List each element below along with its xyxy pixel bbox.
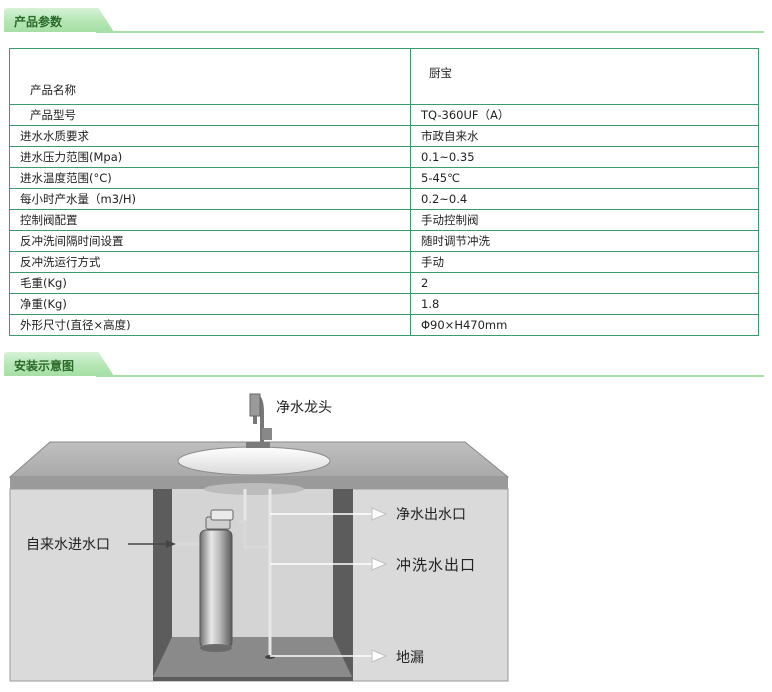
table-row: 每小时产水量（m3/H) 0.2~0.4 xyxy=(9,188,759,210)
faucet-spout xyxy=(249,393,261,417)
pure-outlet-arrow-head xyxy=(371,507,388,521)
install-section-title: 安装示意图 xyxy=(14,359,75,373)
installation-diagram: 净水龙头 净水出水口 自来水进水口 冲洗水出口 地漏 xyxy=(8,393,510,682)
param-key: 进水水质要求 xyxy=(9,125,411,147)
table-row: 产品名称 厨宝 xyxy=(9,48,759,105)
pipe xyxy=(238,520,268,549)
section-divider xyxy=(96,31,764,33)
param-value: Φ90×H470mm xyxy=(410,314,759,336)
param-value: TQ-360UF（A） xyxy=(410,104,759,126)
filter-bottom xyxy=(200,644,232,652)
param-key: 净重(Kg) xyxy=(9,293,411,315)
inlet-label: 自来水进水口 xyxy=(26,537,110,553)
param-value: 1.8 xyxy=(410,293,759,315)
faucet-base xyxy=(246,442,270,448)
faucet-label: 净水龙头 xyxy=(276,400,332,416)
table-row: 产品型号 TQ-360UF（A） xyxy=(9,104,759,126)
param-value: 手动控制阀 xyxy=(410,209,759,231)
param-key: 反冲洗间隔时间设置 xyxy=(9,230,411,252)
sink-bottom xyxy=(204,483,304,495)
param-key: 产品型号 xyxy=(9,104,411,126)
param-value: 手动 xyxy=(410,251,759,273)
params-table: 产品名称 厨宝 产品型号 TQ-360UF（A） 进水水质要求 市政自来水 进水… xyxy=(9,48,759,336)
drain-label: 地漏 xyxy=(396,650,424,666)
param-value: 5-45℃ xyxy=(410,167,759,189)
filter-handle xyxy=(210,509,234,521)
param-key: 进水温度范围(°C) xyxy=(9,167,411,189)
sink-basin xyxy=(177,446,331,476)
table-row: 毛重(Kg) 2 xyxy=(9,272,759,294)
param-value: 2 xyxy=(410,272,759,294)
table-row: 进水水质要求 市政自来水 xyxy=(9,125,759,147)
cabinet-floor xyxy=(153,637,352,677)
flush-outlet-arrow-head xyxy=(371,557,388,571)
pure-outlet-label: 净水出水口 xyxy=(396,507,466,523)
section-divider xyxy=(96,375,764,377)
filter-cylinder xyxy=(199,529,233,649)
cabinet-back-wall xyxy=(172,489,333,637)
countertop-edge xyxy=(10,477,508,489)
table-row: 反冲洗间隔时间设置 随时调节冲洗 xyxy=(9,230,759,252)
section-tab xyxy=(4,8,114,32)
params-section-title: 产品参数 xyxy=(14,15,63,29)
drain-arrow-head xyxy=(371,649,388,663)
table-row: 进水温度范围(°C) 5-45℃ xyxy=(9,167,759,189)
install-section-header: 安装示意图 xyxy=(0,348,772,378)
faucet-valve xyxy=(262,428,272,440)
inlet-arrow-head xyxy=(166,540,176,548)
table-row: 控制阀配置 手动控制阀 xyxy=(9,209,759,231)
param-key: 每小时产水量（m3/H) xyxy=(9,188,411,210)
params-section-header: 产品参数 xyxy=(0,4,772,34)
param-key: 反冲洗运行方式 xyxy=(9,251,411,273)
table-row: 净重(Kg) 1.8 xyxy=(9,293,759,315)
table-row: 反冲洗运行方式 手动 xyxy=(9,251,759,273)
param-value: 0.1~0.35 xyxy=(410,146,759,168)
param-value: 市政自来水 xyxy=(410,125,759,147)
table-row: 进水压力范围(Mpa) 0.1~0.35 xyxy=(9,146,759,168)
param-key: 毛重(Kg) xyxy=(9,272,411,294)
param-key: 进水压力范围(Mpa) xyxy=(9,146,411,168)
flush-outlet-label: 冲洗水出口 xyxy=(396,556,476,574)
param-key: 产品名称 xyxy=(9,48,411,105)
param-value: 随时调节冲洗 xyxy=(410,230,759,252)
param-key: 外形尺寸(直径×高度) xyxy=(9,314,411,336)
param-value: 厨宝 xyxy=(410,48,759,105)
param-value: 0.2~0.4 xyxy=(410,188,759,210)
section-tab xyxy=(4,352,114,376)
table-row: 外形尺寸(直径×高度) Φ90×H470mm xyxy=(9,314,759,336)
param-key: 控制阀配置 xyxy=(9,209,411,231)
